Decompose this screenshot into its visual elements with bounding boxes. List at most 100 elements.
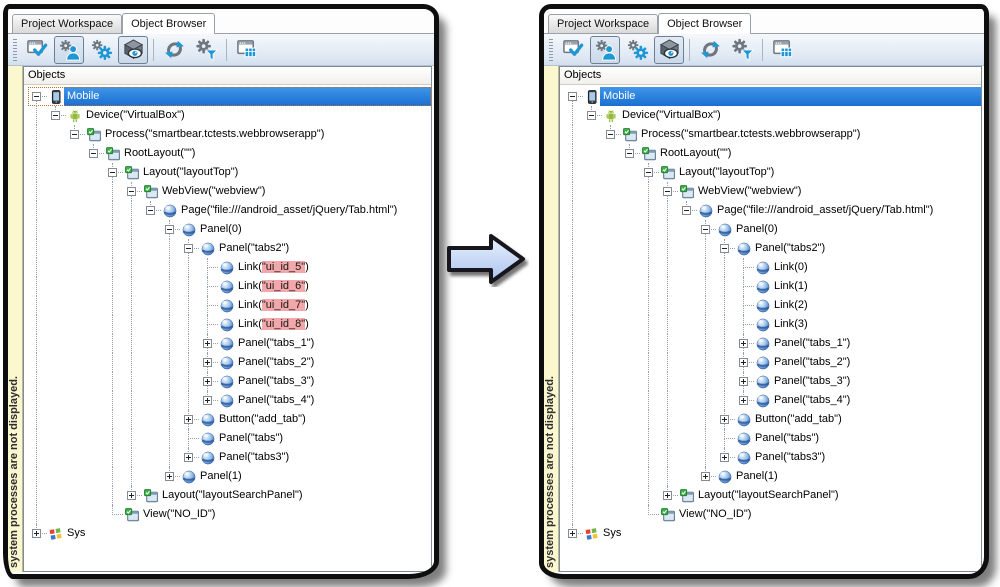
tab-object-browser[interactable]: Object Browser bbox=[658, 13, 752, 34]
tree-row[interactable]: Panel("tabs2") bbox=[564, 239, 981, 258]
tree-row[interactable]: Panel("tabs3") bbox=[28, 448, 431, 467]
collapse-toggle[interactable] bbox=[625, 149, 634, 158]
tree-row[interactable]: Panel("tabs_2") bbox=[28, 353, 431, 372]
tree-row[interactable]: View("NO_ID") bbox=[564, 505, 981, 524]
refresh-button[interactable] bbox=[695, 36, 725, 64]
tree-row[interactable]: Link(1) bbox=[564, 277, 981, 296]
tree-row[interactable]: Process("smartbear.tctests.webbrowserapp… bbox=[28, 125, 431, 144]
tree-row[interactable]: Panel("tabs_1") bbox=[28, 334, 431, 353]
expand-toggle[interactable] bbox=[568, 529, 577, 538]
expand-toggle[interactable] bbox=[701, 472, 710, 481]
tree-row[interactable]: Panel("tabs_4") bbox=[28, 391, 431, 410]
tree-row[interactable]: Button("add_tab") bbox=[28, 410, 431, 429]
tree-row[interactable]: Link(3) bbox=[564, 315, 981, 334]
tab-object-browser[interactable]: Object Browser bbox=[122, 13, 216, 34]
window-grid-button[interactable] bbox=[768, 36, 798, 64]
expand-toggle[interactable] bbox=[720, 415, 729, 424]
expand-toggle[interactable] bbox=[127, 491, 136, 500]
tree-row[interactable]: RootLayout("") bbox=[564, 144, 981, 163]
collapse-toggle[interactable] bbox=[720, 244, 729, 253]
tree-row[interactable]: Layout("layoutTop") bbox=[564, 163, 981, 182]
tree-row[interactable]: Panel(0) bbox=[564, 220, 981, 239]
collapse-toggle[interactable] bbox=[701, 225, 710, 234]
collapse-toggle[interactable] bbox=[127, 187, 136, 196]
tree-row[interactable]: WebView("webview") bbox=[28, 182, 431, 201]
collapse-toggle[interactable] bbox=[165, 225, 174, 234]
expand-toggle[interactable] bbox=[184, 453, 193, 462]
collapse-toggle[interactable] bbox=[644, 168, 653, 177]
tree-row[interactable]: Panel("tabs_2") bbox=[564, 353, 981, 372]
tree-row[interactable]: Device("VirtualBox") bbox=[28, 106, 431, 125]
tree-row[interactable]: Panel("tabs") bbox=[28, 429, 431, 448]
tree-row[interactable]: Mobile bbox=[28, 87, 431, 106]
tree-row[interactable]: Process("smartbear.tctests.webbrowserapp… bbox=[564, 125, 981, 144]
collapse-toggle[interactable] bbox=[184, 244, 193, 253]
expand-toggle[interactable] bbox=[739, 339, 748, 348]
tree-row[interactable]: Layout("layoutTop") bbox=[28, 163, 431, 182]
expand-toggle[interactable] bbox=[739, 377, 748, 386]
toolbar-grip[interactable] bbox=[549, 38, 553, 61]
tree-row[interactable]: Layout("layoutSearchPanel") bbox=[28, 486, 431, 505]
window-grid-button[interactable] bbox=[232, 36, 262, 64]
expand-toggle[interactable] bbox=[739, 358, 748, 367]
tree-row[interactable]: Panel("tabs_3") bbox=[28, 372, 431, 391]
tree-row[interactable]: Device("VirtualBox") bbox=[564, 106, 981, 125]
collapse-toggle[interactable] bbox=[108, 168, 117, 177]
gears-button[interactable] bbox=[86, 36, 116, 64]
tree-row[interactable]: Panel("tabs") bbox=[564, 429, 981, 448]
tree-row[interactable]: Panel(0) bbox=[28, 220, 431, 239]
collapse-toggle[interactable] bbox=[51, 111, 60, 120]
collapse-toggle[interactable] bbox=[70, 130, 79, 139]
tree-row[interactable]: Layout("layoutSearchPanel") bbox=[564, 486, 981, 505]
tab-project-workspace[interactable]: Project Workspace bbox=[548, 14, 659, 33]
tree-row[interactable]: Link("ui_id_6") bbox=[28, 277, 431, 296]
expand-toggle[interactable] bbox=[184, 415, 193, 424]
expand-toggle[interactable] bbox=[165, 472, 174, 481]
window-check-button[interactable] bbox=[22, 36, 52, 64]
tree-row[interactable]: Panel("tabs_3") bbox=[564, 372, 981, 391]
expand-toggle[interactable] bbox=[203, 396, 212, 405]
expand-toggle[interactable] bbox=[203, 377, 212, 386]
tree-row[interactable]: Page("file:///android_asset/jQuery/Tab.h… bbox=[564, 201, 981, 220]
cube-eye-button[interactable] bbox=[118, 35, 148, 64]
expand-toggle[interactable] bbox=[663, 491, 672, 500]
collapse-toggle[interactable] bbox=[606, 130, 615, 139]
collapse-toggle[interactable] bbox=[89, 149, 98, 158]
expand-toggle[interactable] bbox=[203, 339, 212, 348]
tree-row[interactable]: Panel(1) bbox=[28, 467, 431, 486]
gears-button[interactable] bbox=[622, 36, 652, 64]
tree-row[interactable]: Panel("tabs_1") bbox=[564, 334, 981, 353]
window-check-button[interactable] bbox=[558, 36, 588, 64]
cube-eye-button[interactable] bbox=[654, 35, 684, 64]
collapse-toggle[interactable] bbox=[32, 92, 41, 101]
tree-row[interactable]: WebView("webview") bbox=[564, 182, 981, 201]
collapse-toggle[interactable] bbox=[587, 111, 596, 120]
gear-filter-button[interactable] bbox=[727, 36, 757, 64]
tree-row[interactable]: Panel("tabs3") bbox=[564, 448, 981, 467]
tree-row[interactable]: Sys bbox=[564, 524, 981, 543]
collapse-toggle[interactable] bbox=[146, 206, 155, 215]
tree-row[interactable]: Panel("tabs_4") bbox=[564, 391, 981, 410]
tree-row[interactable]: Link("ui_id_5") bbox=[28, 258, 431, 277]
tree-row[interactable]: Link(2) bbox=[564, 296, 981, 315]
tree-row[interactable]: Button("add_tab") bbox=[564, 410, 981, 429]
expand-toggle[interactable] bbox=[720, 453, 729, 462]
tree-row[interactable]: Page("file:///android_asset/jQuery/Tab.h… bbox=[28, 201, 431, 220]
collapse-toggle[interactable] bbox=[568, 92, 577, 101]
expand-toggle[interactable] bbox=[203, 358, 212, 367]
expand-toggle[interactable] bbox=[32, 529, 41, 538]
gear-person-button[interactable] bbox=[54, 35, 84, 64]
collapse-toggle[interactable] bbox=[663, 187, 672, 196]
tree-row[interactable]: RootLayout("") bbox=[28, 144, 431, 163]
tree-row[interactable]: Panel(1) bbox=[564, 467, 981, 486]
tab-project-workspace[interactable]: Project Workspace bbox=[12, 14, 123, 33]
gear-filter-button[interactable] bbox=[191, 36, 221, 64]
tree-row[interactable]: Panel("tabs2") bbox=[28, 239, 431, 258]
expand-toggle[interactable] bbox=[739, 396, 748, 405]
gear-person-button[interactable] bbox=[590, 35, 620, 64]
refresh-button[interactable] bbox=[159, 36, 189, 64]
tree-row[interactable]: Link(0) bbox=[564, 258, 981, 277]
tree-row[interactable]: Mobile bbox=[564, 87, 981, 106]
tree-row[interactable]: Sys bbox=[28, 524, 431, 543]
tree-row[interactable]: Link("ui_id_7") bbox=[28, 296, 431, 315]
